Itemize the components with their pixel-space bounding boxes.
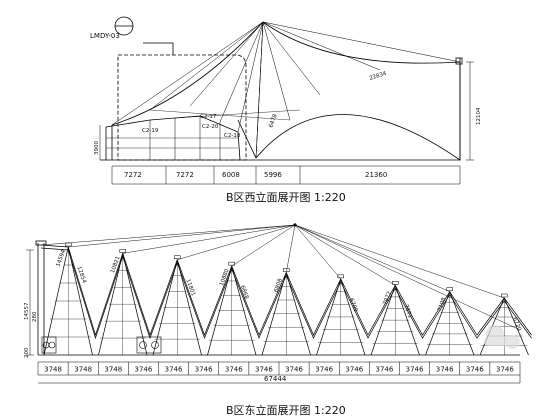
east-elevation-title: B区东立面展开图 1:220: [226, 403, 346, 417]
spacing-dimension: 3746: [135, 366, 153, 374]
spacing-dimension: 3746: [406, 366, 424, 374]
spacing-dimension: 3746: [165, 366, 183, 374]
right-height-dimension: 12104: [476, 107, 482, 125]
member-label-4: C2-18: [224, 133, 241, 139]
mast-head: [293, 223, 297, 227]
peak-node: [392, 281, 399, 285]
cable-line: [294, 224, 505, 299]
section-tag-label: LMDY-03: [90, 32, 120, 40]
peak-node: [65, 242, 72, 247]
peak-node: [174, 255, 181, 259]
cable-line: [294, 224, 396, 286]
faint-watermark: [484, 325, 520, 349]
peak-node: [501, 293, 508, 298]
east-elevation-view: [26, 240, 520, 384]
cable-line: [286, 224, 296, 273]
door-symbol-1: [41, 336, 57, 354]
cable-line: [231, 224, 296, 267]
door-symbols: [41, 336, 162, 354]
west-dim-2: 7272: [176, 171, 194, 179]
spacing-dimension: 3746: [225, 366, 243, 374]
cable-line: [177, 224, 296, 260]
cable-line: [40, 224, 296, 246]
peak-node: [283, 268, 290, 272]
east-zigzag-truss: [40, 242, 532, 356]
rafter-length-label: 7108: [437, 297, 448, 313]
rafter-length-label: 10880: [219, 268, 231, 287]
spacing-dimension: 3748: [44, 366, 62, 374]
cable-fan-east: [40, 223, 521, 331]
spacing-dimension: 3746: [466, 366, 484, 374]
rafter-length-label: 6868: [239, 285, 250, 301]
cable-fan-west: [111, 21, 461, 159]
spacing-dimension: 3746: [285, 366, 303, 374]
east-height-dimension: 14557: [24, 302, 30, 320]
west-elevation-view: [99, 16, 474, 185]
spacing-dimension: 3746: [496, 366, 514, 374]
peak-node: [446, 287, 453, 291]
spacing-dimension: 3746: [345, 366, 363, 374]
door-symbol-2: [136, 336, 162, 354]
spacing-dimension: 3746: [195, 366, 213, 374]
cable-line: [294, 224, 521, 331]
spacing-dimension: 3748: [104, 366, 122, 374]
member-label-5: 6478: [268, 113, 279, 129]
member-label-1: C2-19: [142, 128, 159, 134]
spacing-dimension: 3746: [255, 366, 273, 374]
west-elevation-title: B区西立面展开图 1:220: [226, 190, 346, 204]
member-label-3: C2-20: [202, 124, 219, 130]
spacing-dimension: 3748: [74, 366, 92, 374]
west-dim-3: 6008: [222, 171, 240, 179]
cable-length-label: 22834: [369, 71, 388, 82]
west-dim-5: 21360: [365, 171, 387, 179]
west-dim-4: 5996: [264, 171, 282, 179]
cable-line: [122, 224, 296, 254]
peak-node: [337, 274, 344, 279]
east-dimension-row: 14594 12854 10821 11801 10880 6868 6808 6708 787…: [37, 249, 522, 383]
east-base-height-dimension: 200: [24, 347, 30, 358]
cable-line: [294, 224, 341, 280]
tag-leader-line: [143, 42, 174, 55]
spacing-dimension: 3746: [436, 366, 454, 374]
cable-line: [68, 224, 296, 248]
rafter-length-label: 14594: [55, 249, 67, 268]
west-dim-1: 7272: [124, 171, 142, 179]
cable-line: [294, 224, 450, 292]
peak-node: [228, 261, 235, 266]
rafter-length-label: 6808: [273, 278, 284, 294]
rafter-length-label: 10821: [110, 256, 122, 274]
rafter-length-label: 7872: [382, 291, 392, 306]
east-small-label: 280: [32, 311, 38, 322]
east-total-dimension: 67444: [264, 375, 287, 383]
membrane-outline: [111, 21, 461, 161]
peak-node: [119, 249, 126, 253]
dashed-zone-outline: [117, 54, 247, 161]
member-label-2: C2-17: [200, 114, 217, 120]
rafter-length-label: 6708: [348, 298, 359, 314]
rafter-length-label: 11801: [184, 278, 196, 296]
rafter-length-label: 6720: [511, 317, 522, 333]
rafter-length-label: 12854: [75, 266, 87, 285]
rafter-length-label: 7871: [402, 304, 412, 319]
spacing-dimension: 3746: [376, 366, 394, 374]
left-height-dimension: 3900: [94, 141, 100, 155]
spacing-dimension: 3746: [315, 366, 333, 374]
